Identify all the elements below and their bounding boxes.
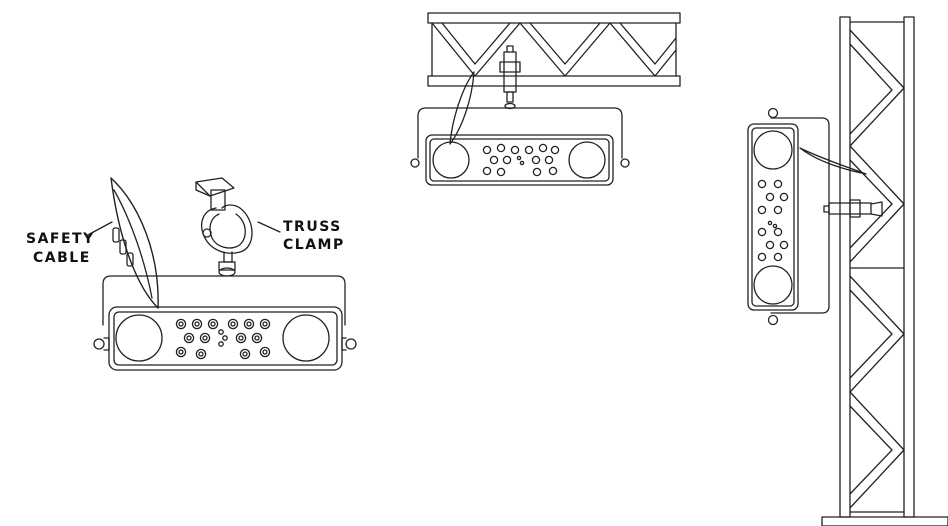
mounting-yoke [102, 275, 346, 326]
vertical-truss [821, 16, 948, 526]
top-safety-cable [449, 71, 475, 145]
safety-cable-label: SAFETY CABLE [26, 221, 113, 266]
left-knob-icon [93, 338, 105, 350]
top-truss-clamp [499, 45, 521, 110]
truss-clamp [195, 177, 253, 277]
top-led-bar-fixture [410, 134, 630, 186]
side-led-bar-fixture [747, 107, 799, 326]
led-bar-fixture [93, 306, 357, 371]
truss-clamp-label-line2: CLAMP [283, 237, 345, 253]
safety-cable [110, 177, 159, 309]
top-yoke [417, 107, 623, 159]
right-knob-icon [345, 338, 357, 350]
safety-cable-label-line2: CABLE [33, 250, 91, 266]
truss-clamp-leader-line [257, 221, 281, 233]
side-truss-clamp [823, 199, 883, 218]
truss-clamp-label: TRUSS CLAMP [257, 219, 345, 253]
side-yoke [770, 117, 830, 314]
horizontal-truss [427, 12, 681, 87]
side-safety-cable [799, 147, 867, 175]
vertical-truss-mount-group [747, 16, 948, 526]
horizontal-truss-mount-group [410, 12, 681, 186]
safety-cable-leader-line [85, 221, 113, 237]
safety-cable-label-line1: SAFETY [26, 231, 95, 247]
fixture-detail-group: SAFETY CABLE TRUSS CLAMP [26, 177, 357, 371]
truss-clamp-label-line1: TRUSS [283, 219, 342, 235]
led-cluster [175, 318, 271, 360]
